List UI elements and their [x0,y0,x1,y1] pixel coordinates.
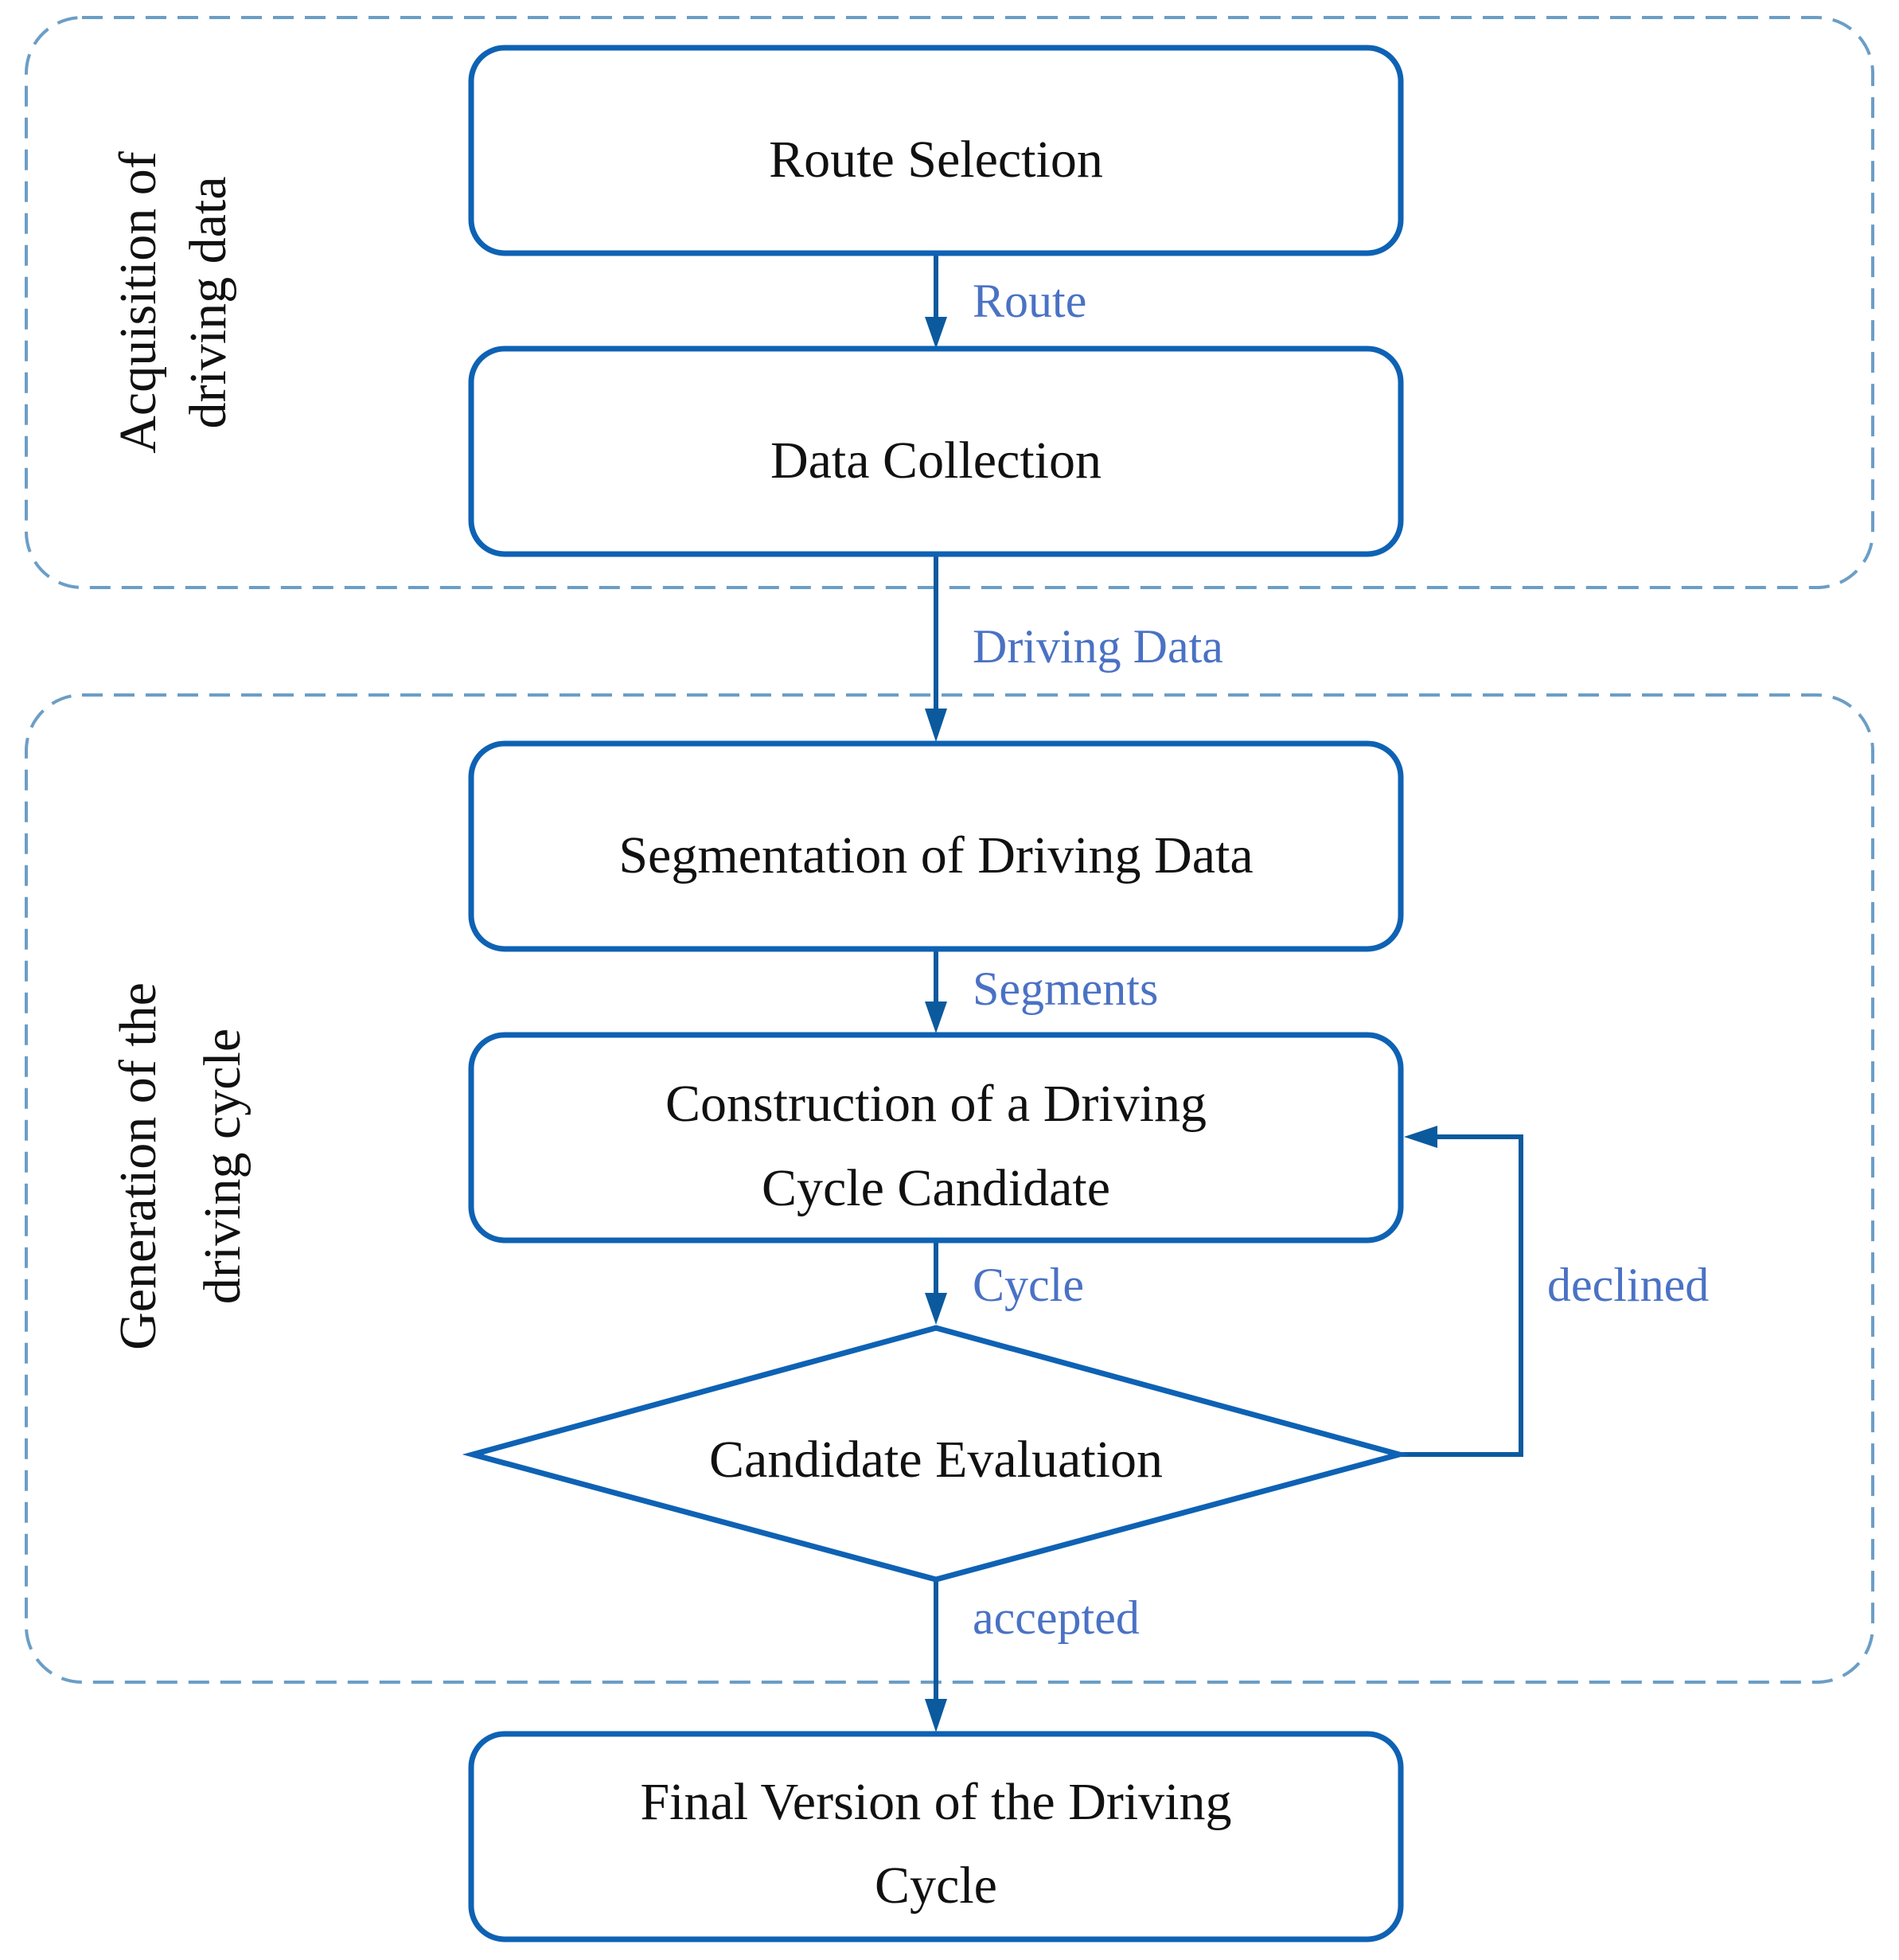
arrowhead-cycle [925,1293,947,1325]
group-acquisition-border [25,16,1874,589]
node-evaluation-label: Candidate Evaluation [709,1431,1163,1489]
edge-label-driving-data: Driving Data [973,620,1223,673]
node-route-selection [468,45,1404,256]
node-final-label-line2: Cycle [875,1857,997,1915]
node-final [468,1731,1404,1942]
arrowhead-route [925,317,947,349]
group-generation-label: Generation of the driving cycle [109,982,252,1350]
edge-label-cycle: Cycle [973,1259,1084,1311]
edge-label-declined: declined [1547,1259,1709,1311]
arrow-declined [1399,1134,1523,1457]
node-construction-label-line1: Construction of a Driving [665,1075,1207,1133]
group-generation-line1: Generation of the [109,982,167,1350]
edge-label-accepted: accepted [973,1591,1140,1644]
node-route-selection-label: Route Selection [769,131,1103,189]
group-acquisition-line2: driving data [179,176,237,428]
arrowhead-declined [1404,1126,1437,1148]
node-data-collection [468,346,1404,557]
group-acquisition-label: Acquisition of driving data [109,151,237,453]
node-construction [468,1032,1404,1244]
group-generation-border [25,693,1874,1684]
arrowhead-accepted [925,1699,947,1732]
arrowhead-segments [925,1001,947,1033]
arrows [925,255,1523,1732]
node-segmentation [468,740,1404,952]
edge-label-route: Route [973,275,1086,327]
node-construction-label-line2: Cycle Candidate [762,1159,1110,1217]
edge-label-segments: Segments [973,962,1158,1015]
arrowhead-driving-data [925,709,947,742]
node-evaluation [462,1325,1410,1583]
node-data-collection-label: Data Collection [770,431,1102,490]
group-acquisition-line1: Acquisition of [109,151,167,453]
node-final-label-line1: Final Version of the Driving [640,1773,1231,1831]
node-segmentation-label: Segmentation of Driving Data [618,826,1253,884]
group-generation-line2: driving cycle [193,1029,252,1304]
